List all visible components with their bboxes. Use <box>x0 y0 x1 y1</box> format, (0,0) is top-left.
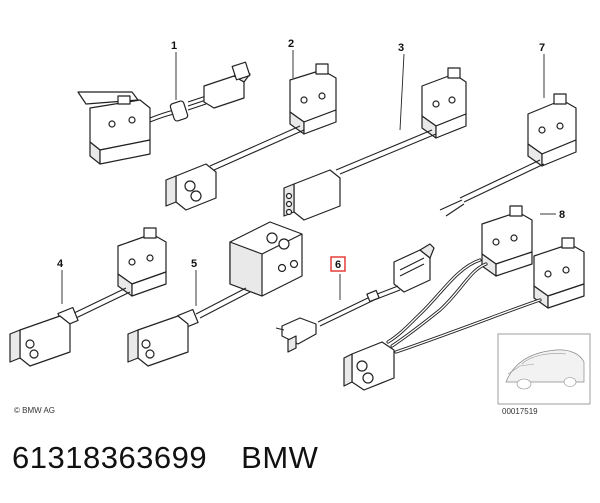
part-8-dual-switch-harness <box>343 205 585 391</box>
drawing-number: 00017519 <box>502 407 538 416</box>
callout-4: 4 <box>57 258 64 270</box>
part-7-switch-with-loose-wires <box>439 54 577 217</box>
part-1-micro-switch-with-lever <box>77 52 251 165</box>
callout-5: 5 <box>191 258 197 270</box>
vehicle-thumbnail <box>497 333 591 405</box>
part-5-switch-block-with-connector <box>127 221 303 367</box>
callout-3: 3 <box>398 42 404 54</box>
callout-6: 6 <box>335 259 341 271</box>
callout-6-highlight-box <box>330 256 346 272</box>
part-6-sensor-lead-with-plug <box>275 243 435 353</box>
part-4-switch-with-connector <box>9 227 167 367</box>
exploded-parts-diagram: 1 2 3 7 4 5 6 8 © BMW AG 00017519 <box>9 38 591 416</box>
callout-2: 2 <box>288 38 294 50</box>
copyright-text: © BMW AG <box>14 406 55 415</box>
part-3-switch-with-cable-and-plug <box>283 53 467 221</box>
callout-7: 7 <box>539 42 545 54</box>
part-caption: 61318363699 BMW <box>12 440 318 476</box>
part-2-switch-with-cable-and-plug <box>165 50 337 211</box>
callout-1: 1 <box>171 40 177 52</box>
part-number: 61318363699 <box>12 440 208 475</box>
callout-8: 8 <box>559 209 565 221</box>
brand-name: BMW <box>241 440 319 475</box>
